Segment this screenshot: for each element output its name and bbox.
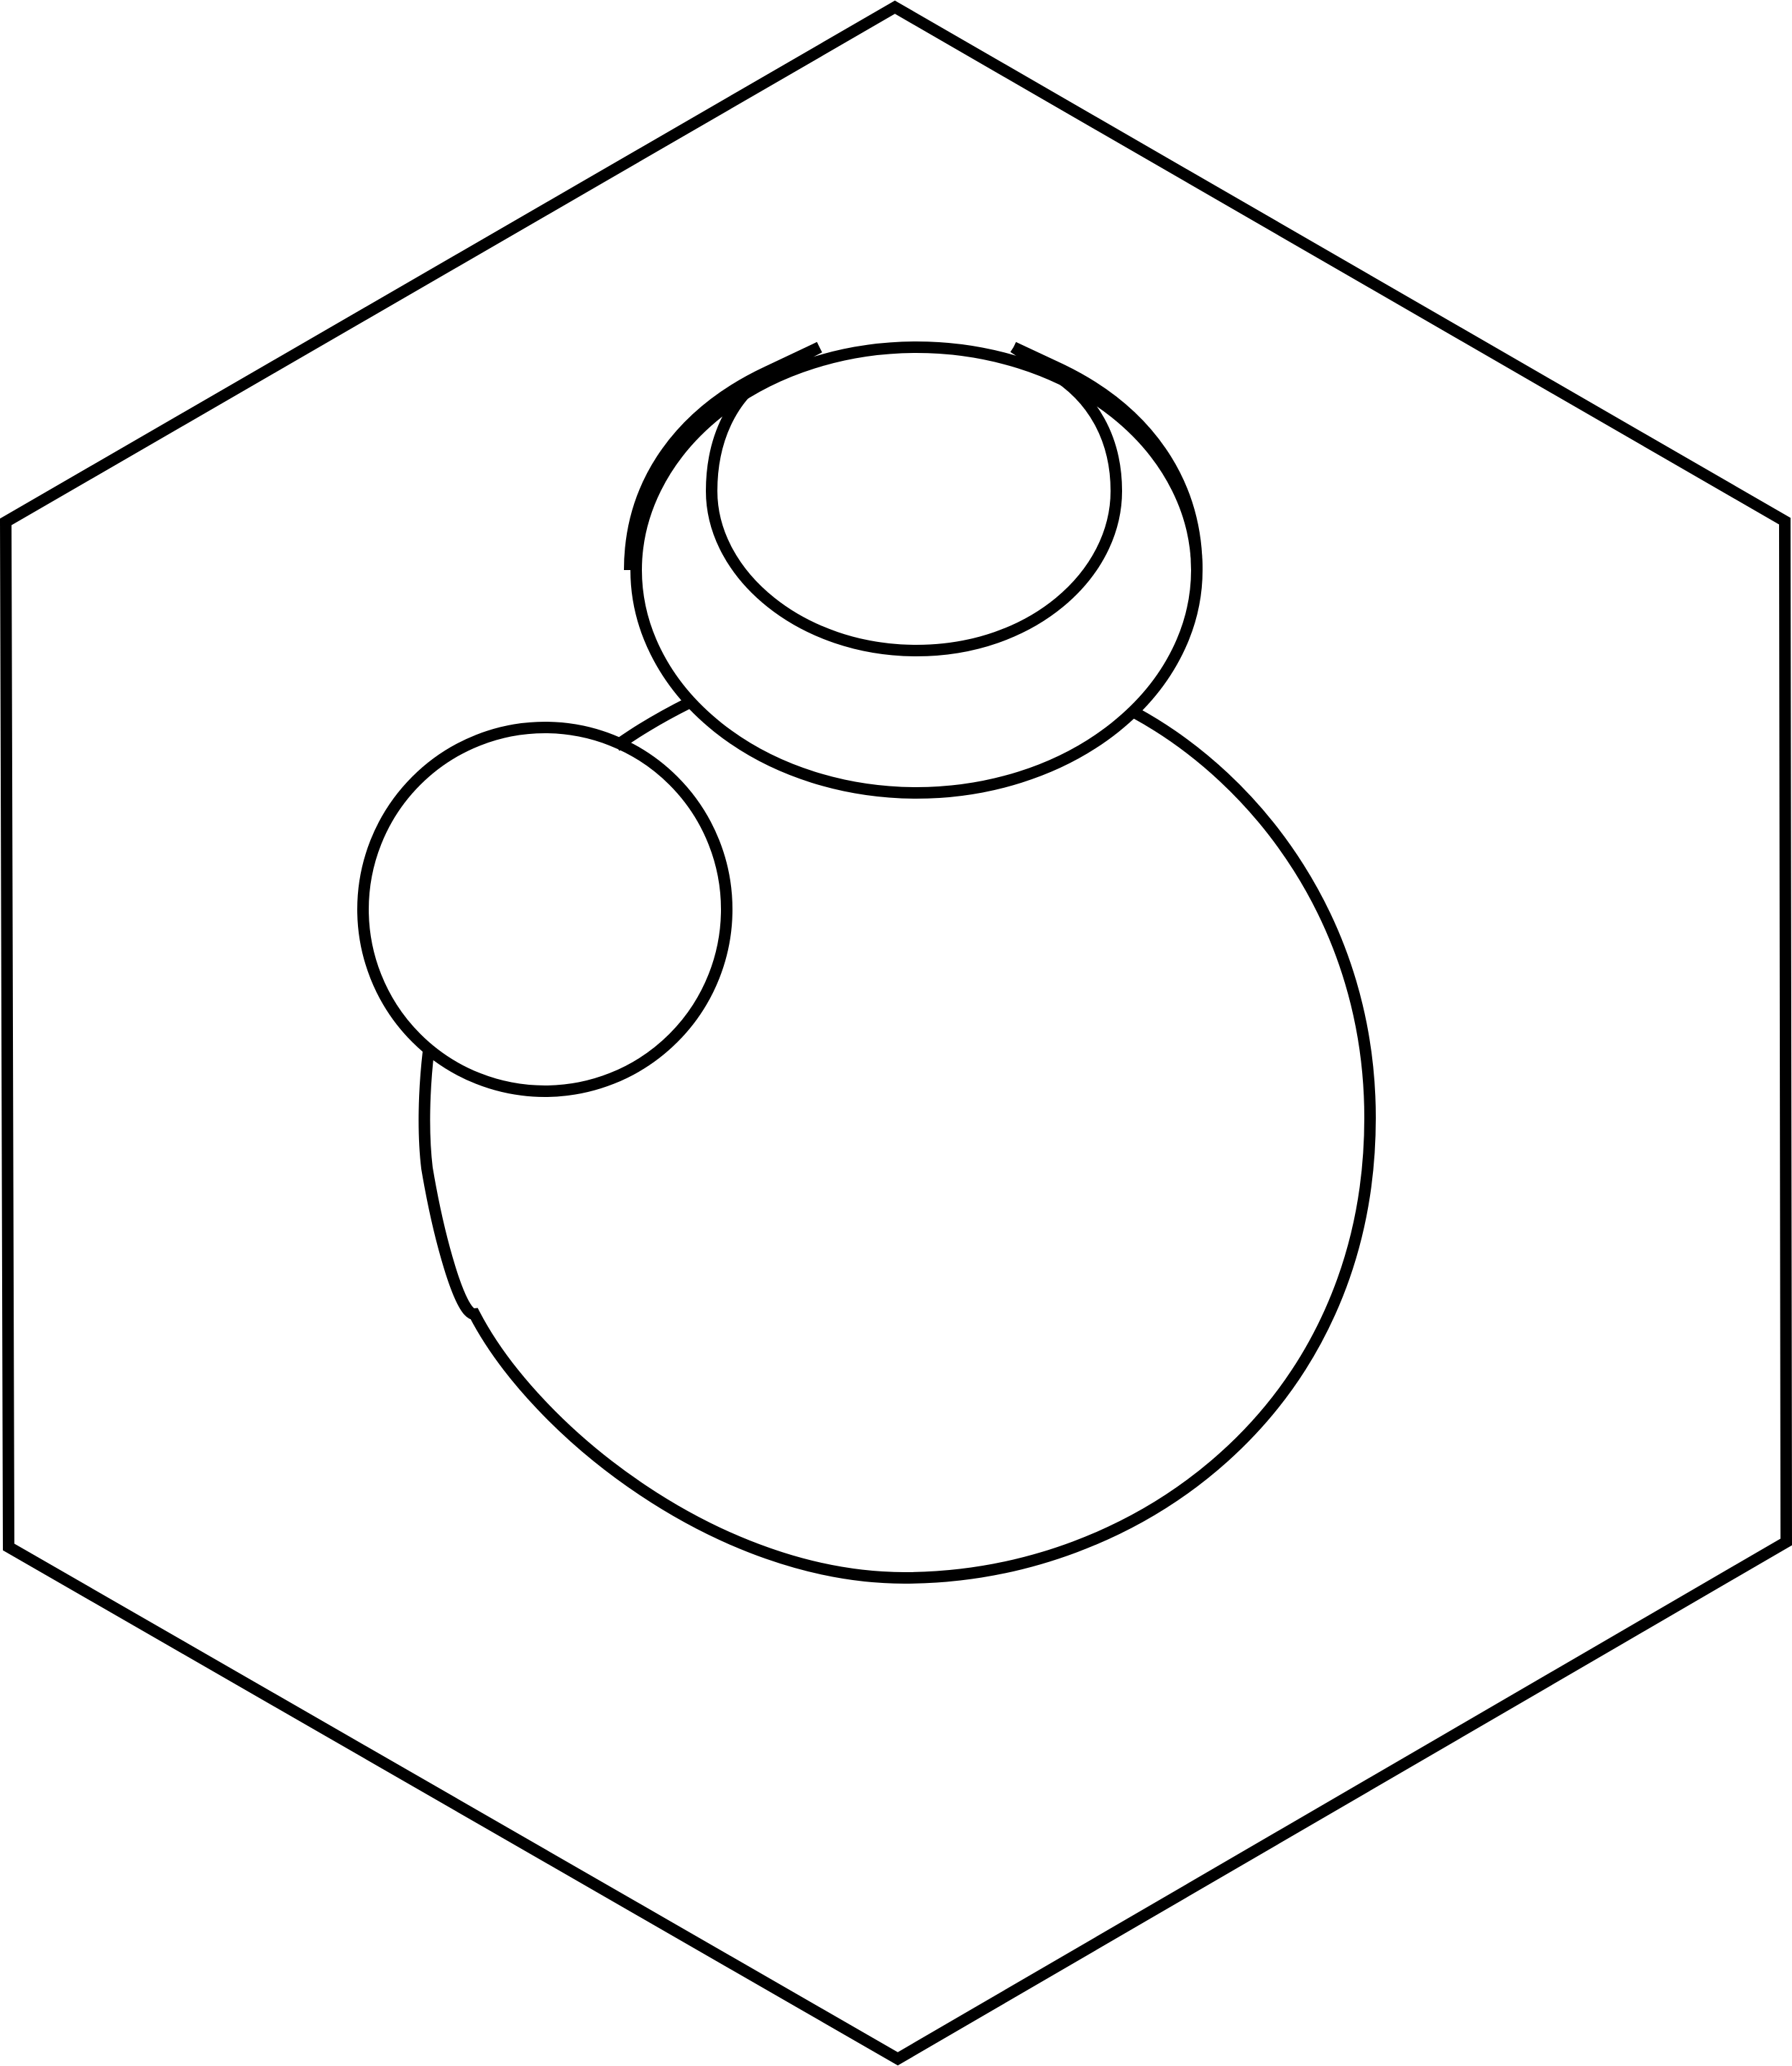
crescent-tip-right xyxy=(1011,341,1203,571)
crescent-tip-left xyxy=(624,341,822,571)
small-circle-outline xyxy=(357,722,732,1097)
crescent-outline xyxy=(705,341,1123,657)
body-outline xyxy=(418,697,1377,1584)
head-outline xyxy=(630,341,1203,799)
